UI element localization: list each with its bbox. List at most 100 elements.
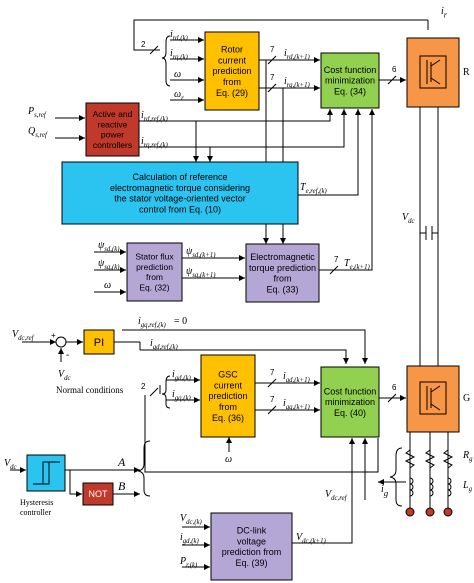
label-psi-sd-sub: sd,(k) <box>104 246 120 253</box>
block-torque-pred-line: Eq. (33) <box>266 284 298 294</box>
rg-a <box>404 449 416 469</box>
label-igq-ref-sub: gq,ref,(k) <box>141 322 167 329</box>
label-igd-k2-main: i <box>180 532 183 543</box>
label-te-ref-main: T <box>300 182 307 193</box>
hyst-to-not <box>69 470 82 497</box>
block-torque-ref-line: electromagnetic torque considering <box>110 183 250 193</box>
gsc-input-brace <box>161 375 171 409</box>
block-torque-ref-line: the stator voltage-oriented vector <box>114 194 246 204</box>
label-igq-k1-main: i <box>283 398 286 409</box>
label-igq-k-sub: gq,(k) <box>175 395 192 402</box>
block-flux-pred-line: from <box>146 272 163 282</box>
label-vdc-ref-main: V <box>12 329 20 340</box>
rotor-input-brace <box>161 35 171 87</box>
irqref-to-cost <box>139 109 347 148</box>
label-ps-ref-sub: s,ref <box>34 112 47 119</box>
text-rs-cut: R <box>463 67 470 78</box>
text-hyst: Hysteresis <box>20 498 53 507</box>
label-igd-ref: igd,ref,(k) <box>150 338 179 351</box>
block-cost-gsc-line: Eq. (40) <box>334 408 366 418</box>
label-ir-main-sub: r <box>444 11 448 20</box>
bus-slash-1 <box>149 45 159 55</box>
label-ir-main: ir <box>441 6 448 20</box>
block-dclink-pred-line: DC-link <box>237 525 267 535</box>
block-cost-rsc-line: Eq. (34) <box>334 86 366 96</box>
label-ird-ref-main: i <box>141 110 144 121</box>
block-rotor-pred-line: from <box>223 77 241 87</box>
label-qs-ref-main: Q <box>28 126 36 137</box>
label-vdc3: Vdc <box>4 458 17 471</box>
ir-feedback-wire <box>133 19 428 51</box>
block-gsc-pred-line: Eq. (36) <box>212 413 244 423</box>
ig-brace <box>389 447 403 507</box>
bus-slash-6 <box>267 378 277 388</box>
label-irq-k-sub: rq,(k) <box>173 54 189 61</box>
hyst-box <box>26 454 66 492</box>
igqref-to-cost <box>122 329 368 364</box>
block-rotor-pred-line: current <box>218 55 247 65</box>
label-omega-r-main: ω <box>174 89 181 100</box>
text-B: B <box>118 479 126 493</box>
block-torque-ref-line: Calculation of reference <box>132 172 227 182</box>
label-vdc-ref2: Vdc,ref <box>325 489 348 502</box>
block-torque-pred-line: torque prediction <box>249 263 316 273</box>
label-igq-k-main: i <box>172 389 175 400</box>
block-apc-line: Active and <box>93 109 133 119</box>
vdck1-to-cost <box>292 438 355 544</box>
label-omega-r-sub: r <box>181 95 184 102</box>
label-irq-k: irq,(k) <box>170 48 189 61</box>
label-lg-main: L <box>462 480 469 491</box>
label-ir-main-main: i <box>441 6 444 17</box>
block-cost-rsc-line: minimization <box>325 76 375 86</box>
block-apc-line: reactive <box>98 119 128 129</box>
label-lg-sub: g <box>469 486 473 493</box>
label-irq-k1-main: i <box>284 76 287 87</box>
te1-to-cost <box>319 109 375 271</box>
text-hyst2: controller <box>20 508 51 517</box>
text-n6b: 6 <box>392 383 397 392</box>
label-psi-sq1-sub: sq,(k+1) <box>192 272 216 279</box>
lg-c <box>447 477 452 497</box>
block-torque-ref: Calculation of referenceelectromagnetic … <box>61 161 299 225</box>
rg-b <box>424 449 436 469</box>
label-omega3: ω <box>225 454 232 465</box>
label-igd-k-main: i <box>172 369 175 380</box>
label-psi-sq-main: ψ <box>98 258 105 269</box>
label-vdc-k1-sub: dc,(k+1) <box>302 538 326 545</box>
label-vdc-sub: dc <box>408 218 414 225</box>
label-vdc2-main: V <box>58 369 66 380</box>
block-torque-pred-line: from <box>274 274 292 284</box>
label-pr-k-sub: r,(k) <box>186 562 198 569</box>
label-psi-sd1-sub: sd,(k+1) <box>192 252 216 259</box>
label-ig-sub: g <box>384 488 389 498</box>
grid-node-a <box>405 507 415 517</box>
label-igd-ref-sub: gd,ref,(k) <box>153 344 179 351</box>
bus-slash-4 <box>387 75 397 85</box>
text-n6a: 6 <box>392 65 397 74</box>
text-n7e: 7 <box>270 395 275 404</box>
block-pi-box <box>83 329 115 355</box>
block-rotor-pred-line: prediction <box>212 66 251 76</box>
block-gsc-pred-line: GSC <box>218 370 238 380</box>
block-cost-gsc-line: minimization <box>325 397 375 407</box>
label-pr-k-main: P <box>179 556 186 567</box>
block-dclink-pred-box <box>210 512 293 581</box>
label-psi-sq1-main: ψ <box>186 266 193 277</box>
label-vdc3-sub: dc <box>10 464 16 471</box>
label-igq-ref-main: i <box>138 316 141 327</box>
gsc-box <box>406 365 460 433</box>
bus-slash-9 <box>329 265 339 275</box>
label-igq-k1: igq,(k+1) <box>283 398 311 411</box>
label-ird-k-main: i <box>170 29 173 40</box>
label-te-ref-sub: e,ref,(k) <box>306 188 328 195</box>
label-ird-ref: ird,ref,(k) <box>141 110 169 123</box>
label-omega-r: ωr <box>174 89 184 102</box>
text-minus: - <box>66 350 69 361</box>
